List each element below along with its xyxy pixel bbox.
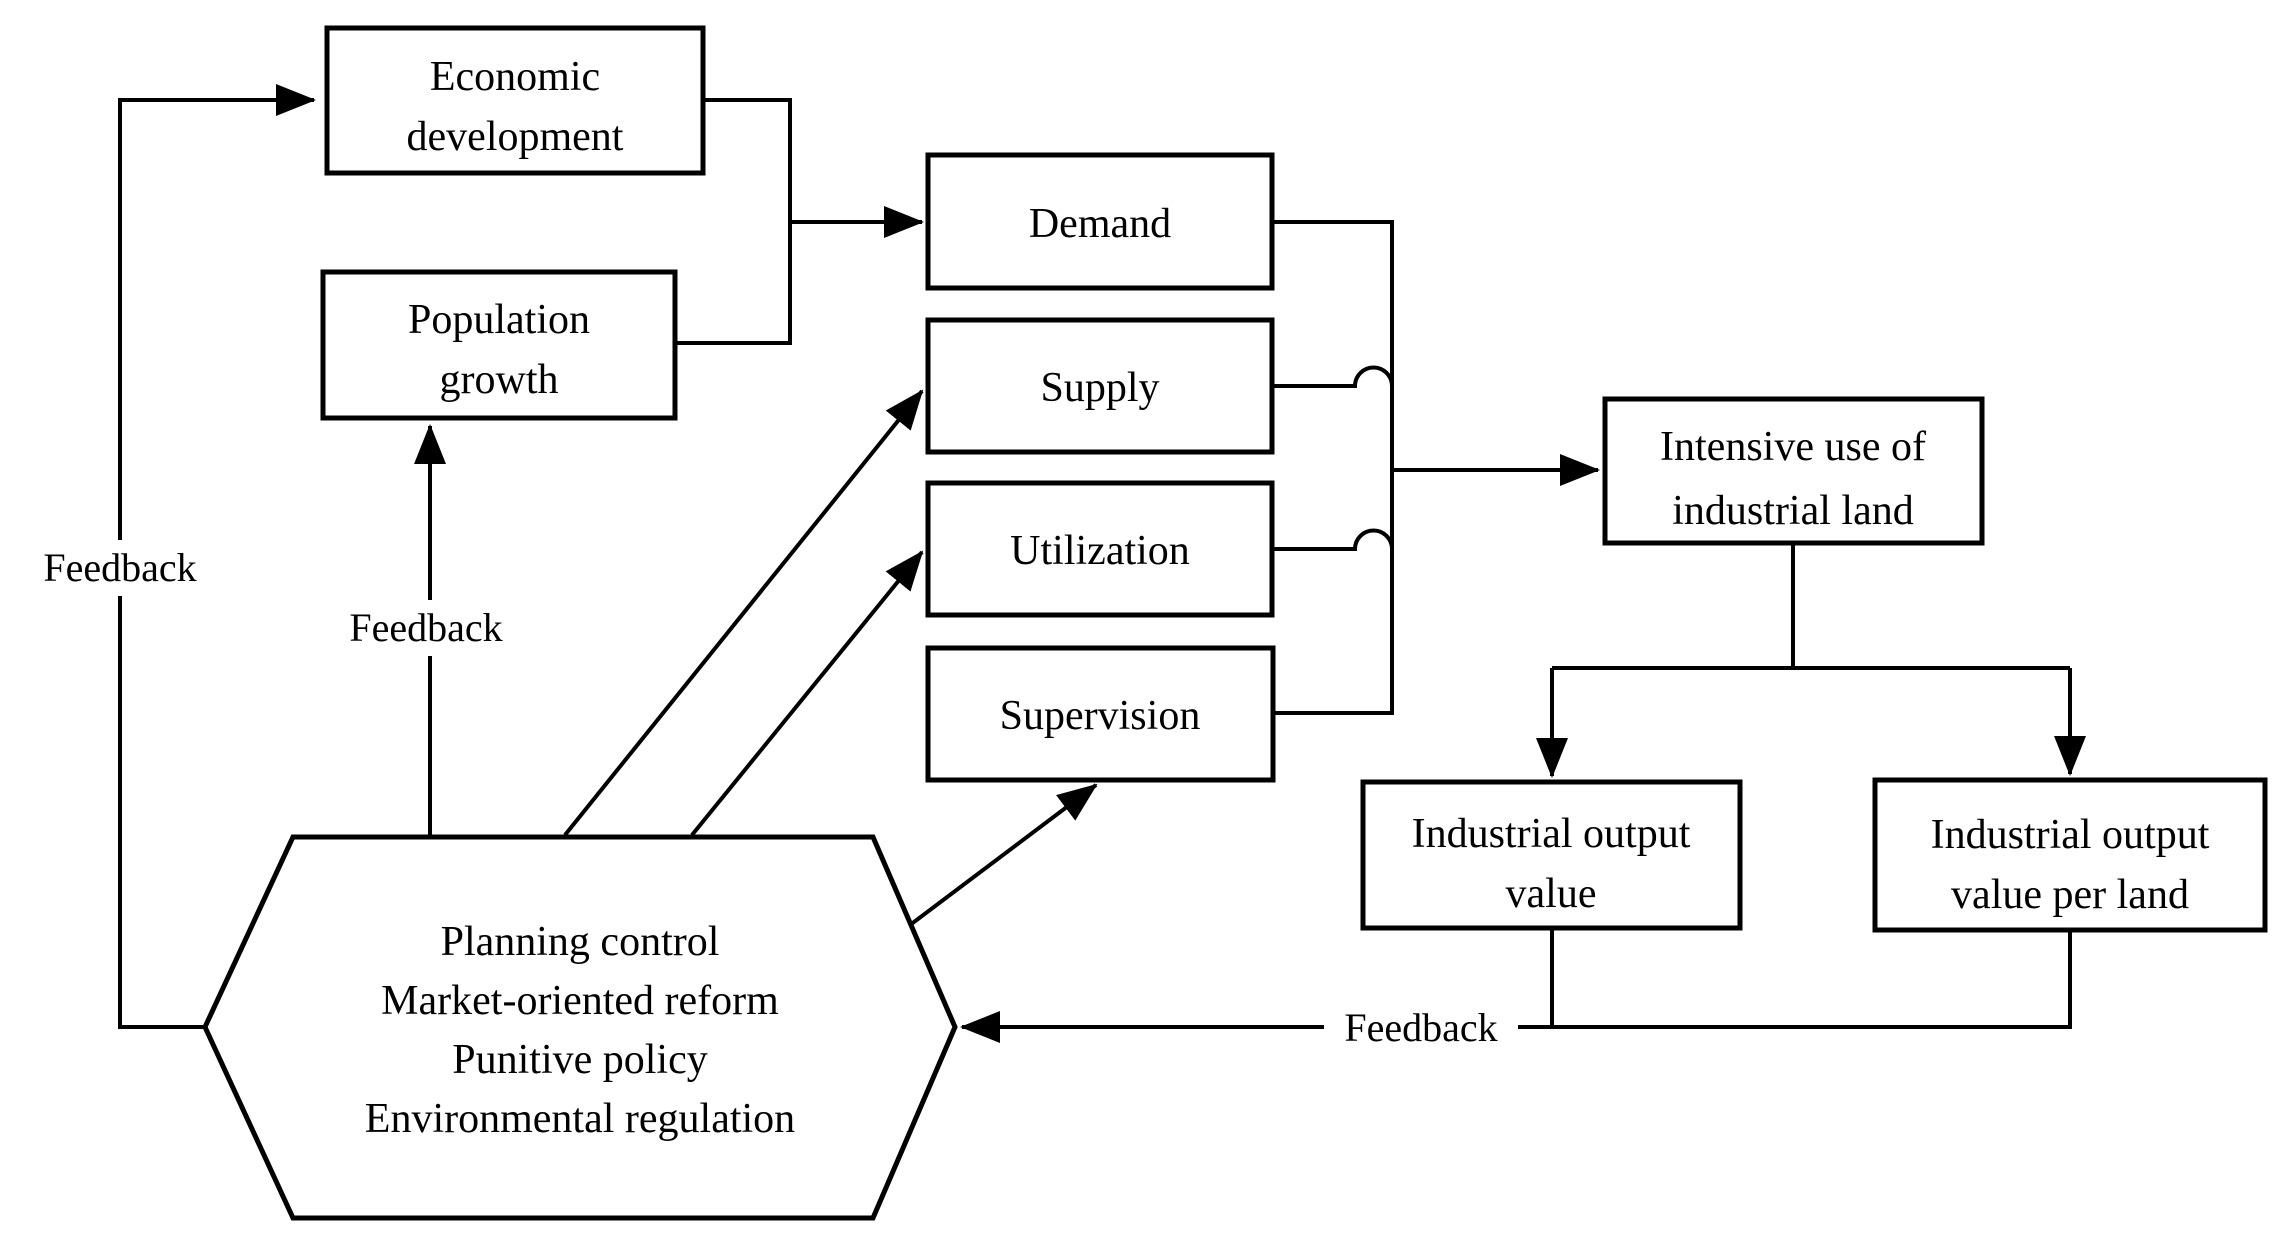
supervision-box [925,645,1276,783]
economic-development-box [324,25,706,176]
feedback-bottom-label: Feedback [1344,1005,1497,1050]
economic-development-label-line1: Economic [430,54,600,100]
industrial-output-value-per-land-label-line1: Industrial output [1931,812,2210,858]
industrial-output-value-per-land-label-line2: value per land [1951,872,2189,918]
utilization-box [925,480,1275,618]
demand-label: Demand [1029,201,1171,247]
population-growth-label-line2: growth [440,357,559,403]
arrow-hexagon-to-utilization [690,550,924,837]
utilization-label: Utilization [1010,528,1190,574]
feedback-left-label: Feedback [43,545,196,590]
feedback-bottom-label-mask [1324,1000,1518,1056]
policy-hexagon-label-line3: Punitive policy [452,1037,708,1083]
feedback-left-label-mask [26,540,214,596]
feedback-middle-label: Feedback [349,605,502,650]
policy-hexagon-label-line1: Planning control [441,919,720,965]
policy-hexagon-label-line4: Environmental regulation [365,1096,795,1142]
population-growth-box [320,269,678,421]
connector-supply-to-bus-line-jump-arc [1272,365,1394,388]
intensive-use-label-line1: Intensive use of [1660,424,1926,470]
demand-box [925,152,1275,291]
population-growth-label-line1: Population [408,297,590,343]
industrial-output-value-label-line1: Industrial output [1412,811,1691,857]
arrow-hexagon-to-supervision [908,783,1098,927]
feedback-middle-label-mask [331,600,521,656]
supply-box [925,317,1275,455]
policy-hexagon-label-line2: Market-oriented reform [381,978,779,1024]
connector-demand-supervision-bus [1272,220,1394,715]
intensive-use-label-line2: industrial land [1672,488,1913,534]
economic-development-label-line2: development [407,114,624,160]
industrial-output-value-label-line2: value [1506,871,1597,917]
arrow-hexagon-to-supply [563,389,924,837]
supervision-label: Supervision [1000,693,1201,739]
industrial-output-value-box [1360,779,1743,931]
supply-label: Supply [1040,365,1159,411]
policy-hexagon [202,834,958,1221]
industrial-output-value-per-land-box [1872,777,2268,933]
intensive-use-box [1602,396,1985,546]
connector-utilization-to-bus-line-jump-arc [1272,528,1394,551]
